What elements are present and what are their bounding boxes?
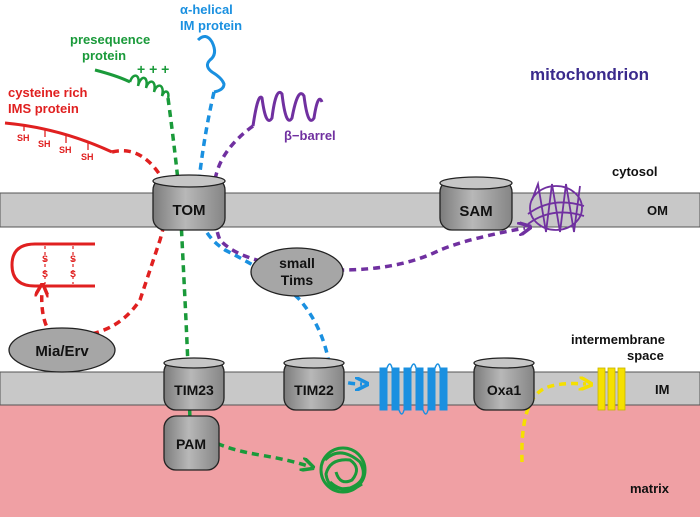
s-label-1: S bbox=[42, 254, 48, 264]
presequence-label-1: presequence bbox=[70, 32, 150, 47]
sh-label-4: SH bbox=[81, 152, 94, 162]
alpha-helical-protein-inserted bbox=[379, 363, 448, 415]
oxa1-substrate-inserted bbox=[597, 367, 626, 411]
small-tims-label-1: small bbox=[279, 255, 315, 271]
folded-matrix-protein bbox=[319, 446, 367, 494]
presequence-helix bbox=[128, 74, 170, 99]
mia-erv-complex: Mia/Erv bbox=[8, 327, 116, 373]
alpha-helical-protein bbox=[196, 35, 226, 94]
presequence-charges: + + + bbox=[137, 61, 169, 77]
beta-barrel-precursor bbox=[251, 91, 324, 127]
oxa1-complex: Oxa1 bbox=[473, 357, 535, 411]
sam-complex: SAM bbox=[439, 176, 513, 231]
title-mitochondrion: mitochondrion bbox=[530, 65, 649, 84]
beta-barrel-pathway-arrow bbox=[212, 124, 525, 272]
cysteine-pathway-arrow bbox=[84, 149, 168, 337]
mia-erv-label: Mia/Erv bbox=[35, 343, 89, 360]
folded-beta-barrel bbox=[527, 180, 585, 233]
sh-label-2: SH bbox=[38, 139, 51, 149]
small-tims-complex: small Tims bbox=[250, 247, 344, 297]
s-label-4: S bbox=[70, 269, 76, 279]
pam-label: PAM bbox=[176, 436, 206, 452]
presequence-chain bbox=[94, 68, 131, 84]
sh-label-3: SH bbox=[59, 145, 72, 155]
tim22-complex: TIM22 bbox=[283, 357, 345, 411]
label-im: IM bbox=[655, 382, 669, 397]
label-ims-1: intermembrane bbox=[571, 332, 665, 347]
sh-groups bbox=[23, 124, 89, 150]
oxa1-label: Oxa1 bbox=[487, 382, 521, 398]
s-label-2: S bbox=[42, 269, 48, 279]
inner-membrane bbox=[0, 371, 700, 406]
alpha-helical-pathway-arrow bbox=[195, 91, 362, 384]
alpha-helical-label-1: α-helical bbox=[180, 2, 233, 17]
outer-membrane bbox=[0, 192, 700, 228]
cysteine-label-2: IMS protein bbox=[8, 101, 79, 116]
tim23-complex: TIM23 bbox=[163, 357, 225, 411]
oxidized-ims-protein: S S S S bbox=[10, 242, 95, 288]
tom-complex: TOM bbox=[152, 174, 226, 231]
alpha-helical-label-2: IM protein bbox=[180, 18, 242, 33]
label-ims-2: space bbox=[627, 348, 664, 363]
label-cytosol: cytosol bbox=[612, 164, 658, 179]
tim22-label: TIM22 bbox=[294, 382, 334, 398]
sh-label-1: SH bbox=[17, 133, 30, 143]
beta-barrel-label: β−barrel bbox=[284, 128, 336, 143]
cysteine-label-1: cysteine rich bbox=[8, 85, 88, 100]
small-tims-label-2: Tims bbox=[281, 272, 314, 288]
cysteine-protein-chain bbox=[4, 121, 113, 154]
label-matrix: matrix bbox=[630, 481, 670, 496]
sam-label: SAM bbox=[459, 203, 492, 220]
tim23-label: TIM23 bbox=[174, 382, 214, 398]
tom-label: TOM bbox=[172, 202, 205, 219]
label-om: OM bbox=[647, 203, 668, 218]
oxa1-pathway-arrow bbox=[520, 384, 586, 463]
s-label-3: S bbox=[70, 254, 76, 264]
presequence-label-2: protein bbox=[82, 48, 126, 63]
pam-complex: PAM bbox=[163, 415, 220, 471]
